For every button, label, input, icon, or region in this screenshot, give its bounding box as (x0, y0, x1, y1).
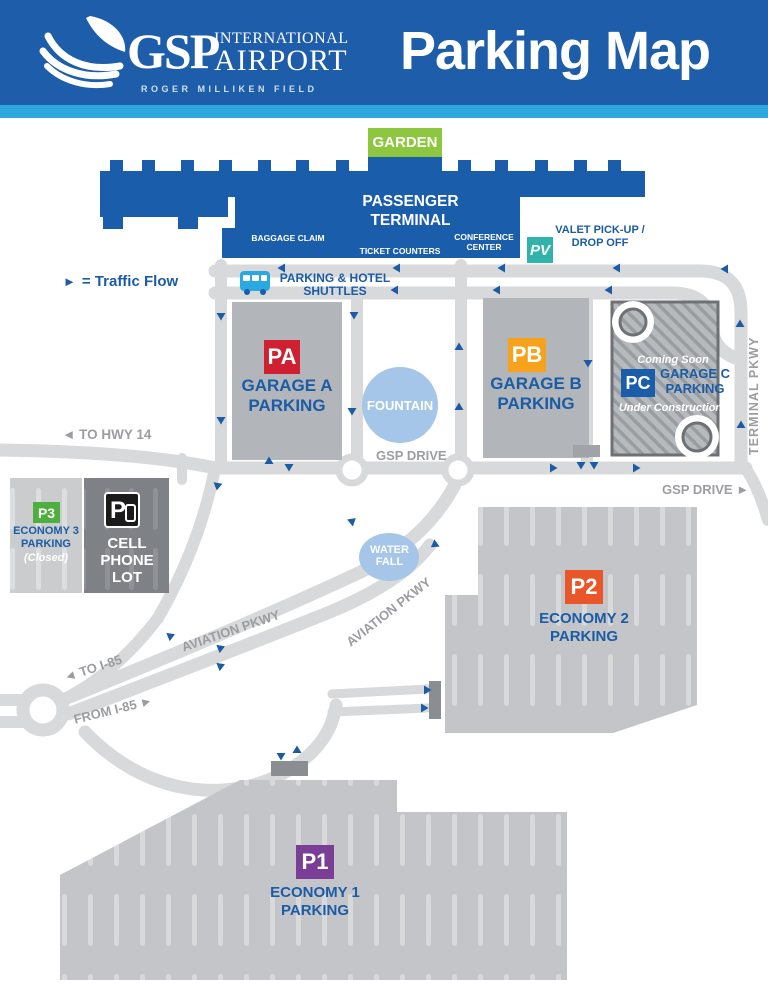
conference-center-label: CONFERENCE CENTER (454, 232, 514, 252)
garage-a-label: GARAGE A PARKING (241, 376, 333, 415)
gsp-drive-label-center: GSP DRIVE (376, 448, 447, 463)
garage-c-badge: PC (621, 369, 655, 397)
cell-phone-lot-label: CELL PHONE LOT (100, 535, 154, 586)
economy-3-badge: P3 (33, 502, 60, 523)
page-title: Parking Map (399, 21, 711, 81)
garage-c-label: GARAGE C PARKING (659, 366, 731, 396)
economy-3-label: ECONOMY 3 PARKING (13, 525, 79, 550)
economy-3-status: (Closed) (24, 552, 68, 564)
garage-b-label: GARAGE B PARKING (490, 374, 582, 413)
svg-text:P: P (110, 497, 126, 524)
ticket-counters-label: TICKET COUNTERS (359, 246, 441, 256)
traffic-flow-label: = Traffic Flow (81, 273, 179, 290)
shuttle-stop-pad (573, 445, 600, 457)
passenger-terminal-building (100, 156, 645, 258)
roundabouts (16, 453, 475, 737)
to-hwy14-label: ◄ TO HWY 14 (62, 427, 152, 442)
shuttle-bus-icon (240, 271, 270, 295)
garage-c-coming-soon: Coming Soon (637, 354, 709, 366)
cell-phone-icon: P (104, 492, 140, 528)
economy-1-badge: P1 (296, 845, 334, 879)
valet-code-badge: PV (527, 237, 553, 263)
logo-word-airport: AIRPORT (214, 44, 348, 77)
header-accent-strip (0, 105, 768, 118)
terminal-pkwy-label: TERMINAL PKWY (747, 336, 761, 455)
garage-b-badge: PB (508, 338, 546, 372)
garage-b-building (483, 298, 589, 458)
garage-a-building (232, 302, 342, 460)
logo-acronym: GSP (127, 23, 220, 79)
west-arrow-icon: ◄ (62, 427, 76, 442)
fountain-circle (362, 367, 438, 443)
waterfall-ellipse (359, 533, 419, 581)
gsp-logo-swoosh-icon (39, 16, 126, 89)
waterfall-label: WATER FALL (370, 544, 409, 568)
valet-label: VALET PICK-UP / DROP OFF (555, 224, 645, 249)
economy-2-label: ECONOMY 2 PARKING (539, 610, 629, 645)
traffic-flow-legend: ► = Traffic Flow (63, 273, 178, 290)
terminal-gate-tabs (110, 160, 621, 172)
traffic-flow-arrow-icon: ► (63, 274, 76, 289)
gsp-drive-label-east: GSP DRIVE ► (662, 482, 750, 497)
baggage-claim-label: BAGGAGE CLAIM (251, 233, 325, 243)
economy-1-lot (60, 780, 567, 980)
economy-3-lot (10, 478, 82, 593)
east-arrow-icon: ► (736, 482, 750, 497)
economy-1-label: ECONOMY 1 PARKING (270, 884, 360, 919)
garage-a-badge: PA (264, 340, 300, 374)
logo-tagline: ROGER MILLIKEN FIELD (141, 84, 318, 94)
garage-c-under-construction: Under Construction (618, 402, 723, 414)
economy-2-lot (445, 507, 697, 733)
economy-2-gate (429, 681, 441, 719)
logo-word-international: INTERNATIONAL (214, 30, 349, 47)
shuttles-label: PARKING & HOTEL SHUTTLES (279, 271, 391, 298)
garden-label: GARDEN (368, 128, 442, 157)
economy-2-badge: P2 (565, 570, 603, 604)
economy-1-gate (271, 761, 308, 776)
passenger-terminal-label: PASSENGER TERMINAL (362, 193, 459, 229)
fountain-label: FOUNTAIN (366, 398, 434, 413)
page-header: GSP INTERNATIONAL AIRPORT ROGER MILLIKEN… (0, 0, 768, 105)
